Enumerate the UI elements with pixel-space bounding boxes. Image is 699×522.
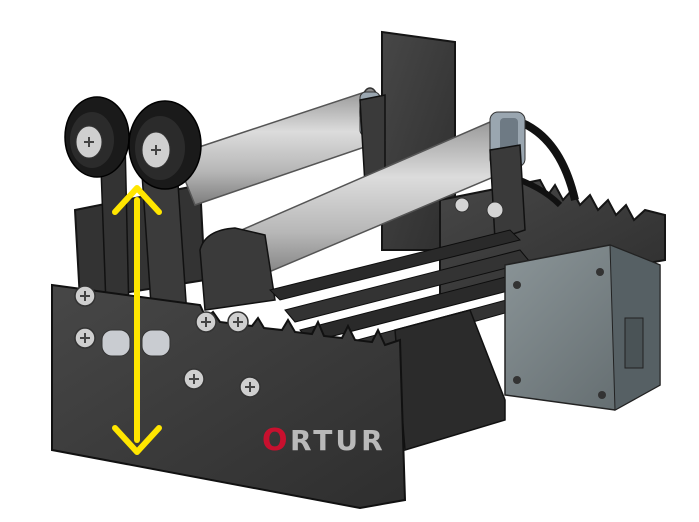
screw	[74, 327, 96, 349]
front-roller-right-bracket	[454, 144, 526, 242]
screw	[195, 311, 217, 333]
screw	[239, 376, 261, 398]
front-roller-left-bracket	[199, 227, 276, 311]
stepper-motor	[504, 244, 661, 411]
screw	[227, 311, 249, 333]
right-front-frame	[394, 309, 506, 451]
double-headed-vertical-arrow-icon	[112, 185, 162, 455]
logo-text: RTUR	[290, 424, 386, 457]
back-wheel	[64, 96, 130, 178]
screw	[74, 285, 96, 307]
front-plate-screws	[74, 285, 261, 398]
screw	[183, 368, 205, 390]
ortur-logo: O RTUR	[262, 423, 386, 458]
slot-knobs	[101, 329, 171, 357]
logo-letter-o: O	[262, 423, 291, 458]
front-wheel	[128, 100, 202, 190]
